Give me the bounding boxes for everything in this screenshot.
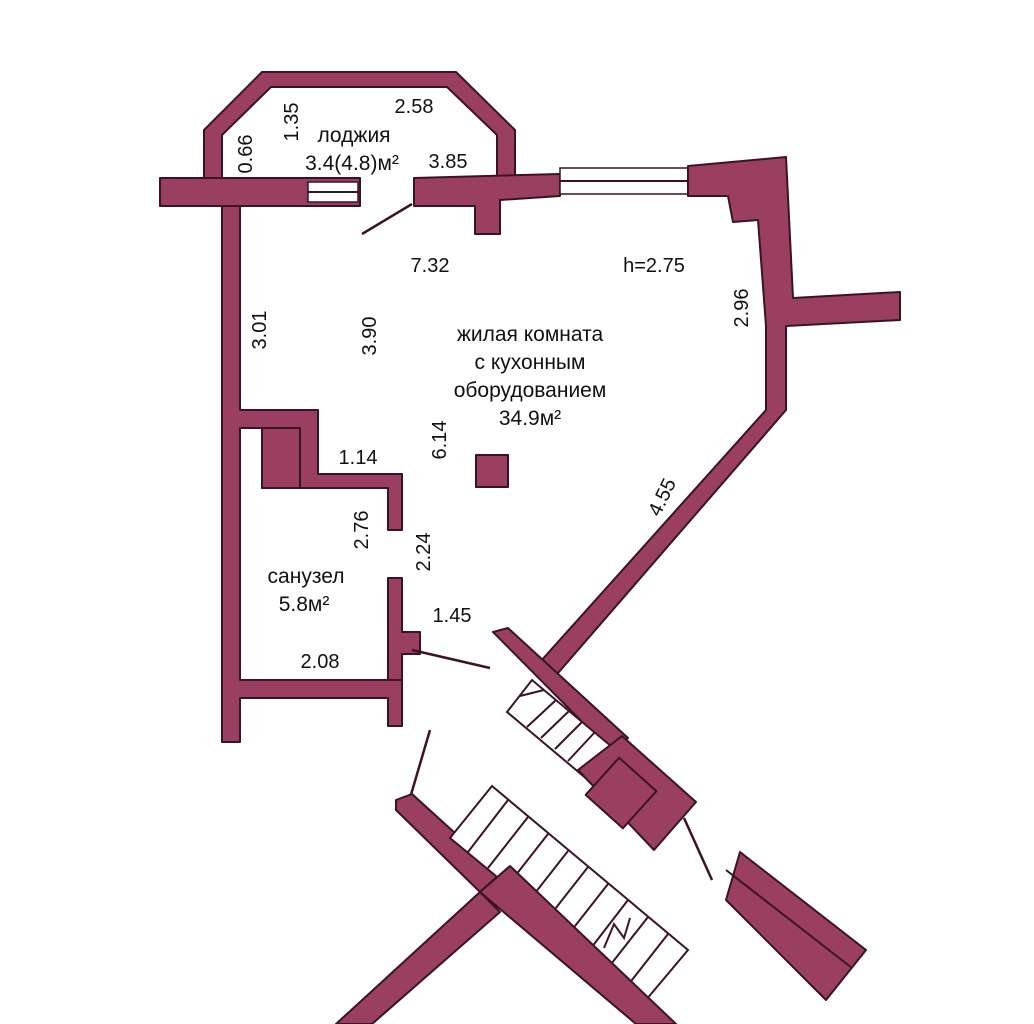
bathroom-area: 5.8м²: [279, 593, 330, 616]
living-room-name-line2: с кухонным: [475, 351, 586, 374]
dim-bath-top: 1.14: [339, 447, 378, 469]
exterior-walls: [221, 156, 901, 743]
column: [475, 454, 509, 488]
entry-door-swing: [408, 729, 432, 799]
entry-wall: [492, 627, 629, 753]
bathroom-name: санузел: [268, 565, 345, 588]
dim-living-inner: 3.90: [359, 317, 381, 356]
dim-loggia-side: 0.66: [235, 135, 257, 174]
stair-outer-wall: [335, 891, 501, 1024]
dim-loggia-width: 3.85: [429, 151, 468, 173]
apartment-door-swing: [682, 817, 714, 881]
top-wall: [413, 173, 561, 235]
stair-break-mark: [603, 917, 631, 949]
room-labels: лоджия 3.4(4.8)м² жилая комната с кухонн…: [268, 124, 685, 616]
dim-loggia-top: 2.58: [395, 96, 434, 118]
loggia: [159, 71, 516, 236]
dim-loggia-diag: 1.35: [281, 103, 303, 142]
landing-shaft: [584, 756, 658, 830]
loggia-door-swing: [361, 202, 413, 236]
dim-living-length: 7.32: [411, 255, 450, 277]
bathroom-shaft: [261, 427, 301, 489]
stairwell: [335, 627, 867, 1024]
right-corner-wall: [539, 156, 901, 681]
dim-living-left: 3.01: [249, 311, 271, 350]
living-room-area: 34.9м²: [499, 407, 561, 430]
loggia-name: лоджия: [317, 124, 390, 147]
dim-right-wall: 2.96: [731, 289, 753, 328]
dim-bath-side: 2.76: [351, 511, 373, 550]
right-stair-wall: [725, 851, 867, 1001]
stair-divider-wall: [479, 865, 677, 1024]
dim-entry: 1.45: [433, 605, 472, 627]
ceiling-height: h=2.75: [623, 255, 685, 277]
dim-bath-bottom: 2.08: [301, 651, 340, 673]
bathroom-partition: [387, 577, 421, 681]
loggia-area: 3.4(4.8)м²: [305, 152, 399, 175]
upper-stair-treads: [519, 689, 596, 762]
living-room-name-line3: оборудованием: [454, 379, 607, 402]
right-stair-wall-edge: [725, 869, 853, 969]
bathroom-door-swing: [411, 648, 491, 670]
dim-center-height: 6.14: [429, 421, 451, 460]
dim-hall-side: 2.24: [413, 533, 435, 572]
living-room-name-line1: жилая комната: [457, 323, 604, 346]
